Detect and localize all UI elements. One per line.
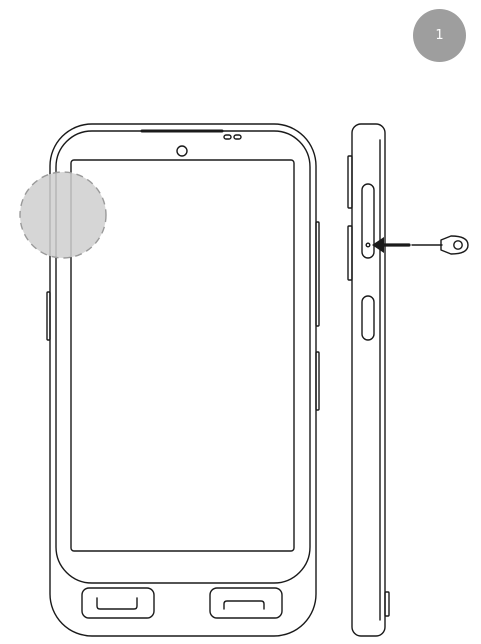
sim-ejector-pin-icon [411, 235, 469, 255]
step-number: 1 [435, 28, 444, 43]
right-hardware-key [209, 587, 283, 619]
arrow-left-icon [372, 237, 411, 253]
step-number-badge: 1 [413, 9, 466, 62]
sim-card-tray [361, 183, 375, 259]
sim-eject-hole [365, 242, 371, 248]
phone-side-body [351, 123, 386, 637]
front-right-side-key-bottom [315, 351, 320, 411]
phone-front-view [46, 123, 320, 637]
proximity-sensor-left [223, 134, 232, 140]
phone-side-view [347, 123, 390, 637]
phone-display [70, 159, 295, 552]
sim-ejector-pin-head [440, 235, 469, 255]
side-key-upper [347, 155, 353, 209]
left-hardware-key [81, 587, 155, 619]
side-power-key [361, 295, 375, 341]
front-camera [176, 145, 188, 157]
front-right-side-key-top [315, 221, 320, 327]
left-hardware-key-glyph [96, 597, 138, 610]
side-bottom-detail [384, 591, 390, 617]
front-left-side-key [46, 291, 51, 341]
highlight-callout-circle [19, 171, 107, 259]
right-hardware-key-glyph [223, 600, 265, 610]
sim-ejector-pin-ring [453, 240, 463, 250]
proximity-sensor-right [233, 134, 242, 140]
side-key-lower [347, 225, 353, 281]
